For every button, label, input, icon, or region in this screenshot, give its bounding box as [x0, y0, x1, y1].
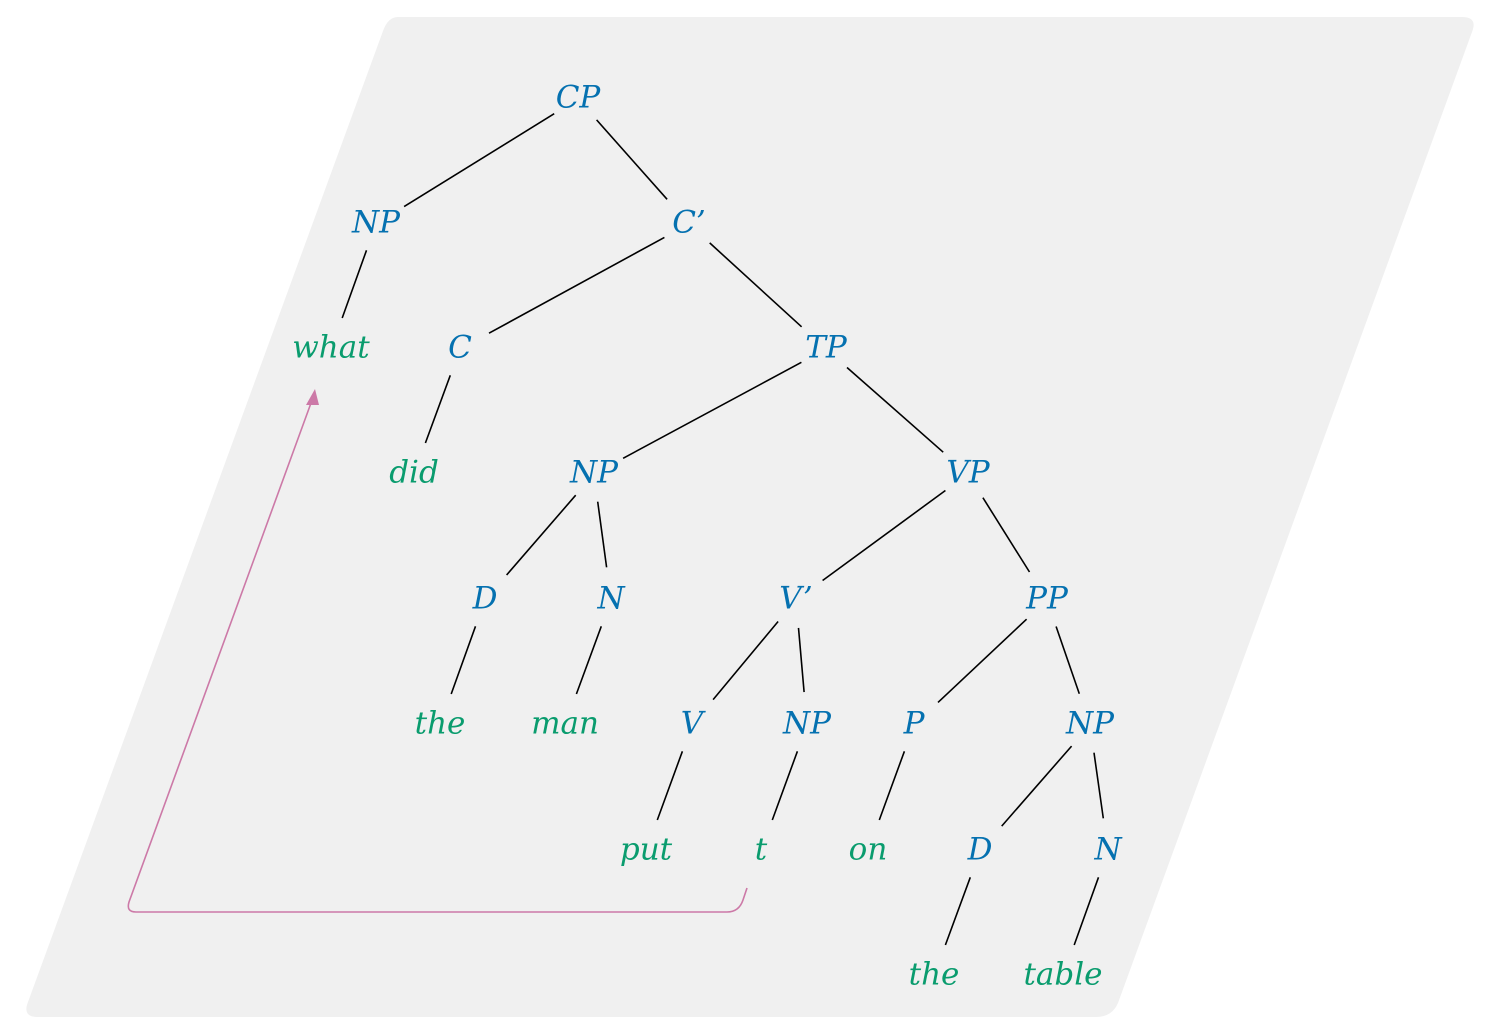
category-p: P [903, 706, 926, 742]
category-c: C [448, 330, 472, 366]
branch-tp-vp [846, 366, 944, 453]
tree-branches [341, 113, 1105, 946]
branch-pp-p [937, 618, 1028, 703]
branch-v_bar-np_obj [797, 627, 805, 693]
branch-np_pp-n_pp [1093, 752, 1105, 819]
movement-arrow-line [127, 402, 748, 913]
branch-pp-np_pp [1055, 626, 1081, 695]
branch-d_subj-the_1 [450, 626, 477, 695]
category-tp: TP [805, 330, 848, 366]
branch-n_pp-table [1073, 877, 1100, 946]
category-cp: CP [556, 80, 602, 116]
branch-np_pp-d_pp [1001, 745, 1073, 827]
word-put: put [620, 832, 673, 868]
word-the_2: the [909, 957, 960, 993]
category-d_subj: D [472, 581, 498, 617]
category-n_pp: N [1093, 832, 1123, 868]
category-np_what: NP [351, 205, 401, 241]
movement-arrow [127, 389, 748, 913]
word-what: what [292, 330, 370, 366]
category-v: V [681, 706, 707, 742]
word-trace: t [755, 832, 768, 868]
category-pp: PP [1025, 581, 1069, 617]
slanted-background-panel [26, 17, 1474, 1017]
branch-v_bar-v [712, 620, 779, 701]
branch-c_bar-tp [709, 242, 803, 328]
category-vp: VP [946, 455, 990, 491]
branch-tp-np_subj [622, 361, 802, 460]
branch-cp-np_what [403, 113, 555, 208]
branch-vp-v_bar [822, 489, 946, 582]
branch-n_subj-man [575, 626, 603, 695]
word-the_1: the [415, 706, 466, 742]
branch-np_subj-d_subj [505, 494, 577, 576]
branch-c_bar-c [488, 236, 665, 334]
branch-c-did [424, 375, 452, 444]
branch-np_subj-n_subj [596, 501, 608, 568]
branch-cp-c_bar [596, 119, 668, 200]
branch-np_obj-trace [771, 751, 799, 821]
word-table: table [1023, 957, 1102, 993]
category-v_bar: V’ [779, 581, 812, 617]
word-did: did [389, 455, 439, 491]
category-c_bar: C’ [672, 205, 706, 241]
branch-v-put [656, 751, 684, 821]
category-np_obj: NP [782, 706, 832, 742]
category-n_subj: N [596, 581, 626, 617]
branch-d_pp-the_2 [944, 877, 972, 946]
word-man: man [531, 706, 599, 742]
branch-p-on [878, 751, 906, 821]
branch-np_what-what [341, 250, 368, 319]
category-np_pp: NP [1065, 706, 1115, 742]
word-on: on [849, 832, 888, 868]
branch-vp-pp [982, 497, 1031, 573]
movement-arrowhead [306, 389, 319, 405]
category-np_subj: NP [569, 455, 619, 491]
category-d_pp: D [967, 832, 993, 868]
